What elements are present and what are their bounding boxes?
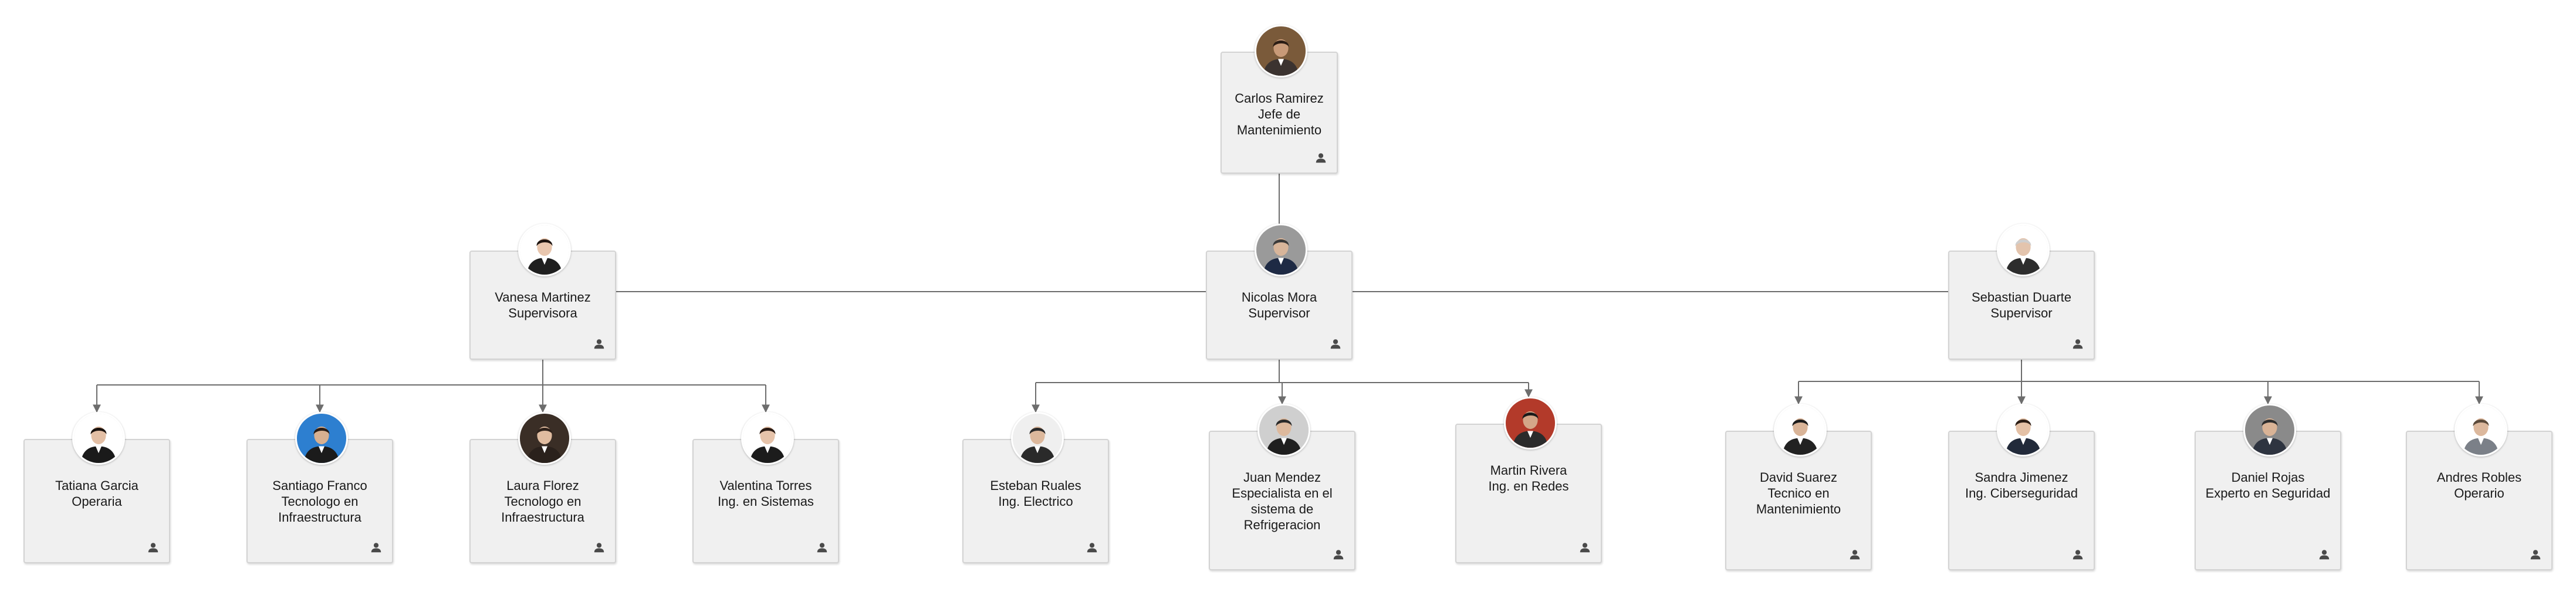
person-icon[interactable]: [593, 337, 606, 350]
person-title: Operario: [2454, 486, 2504, 501]
connector-group-sebastian: [1794, 360, 2483, 405]
person-name: Sandra Jimenez: [1975, 470, 2068, 485]
person-title: Especialista en el sistema de Refrigerac…: [1232, 486, 1333, 532]
person-title: Ing. en Sistemas: [718, 494, 814, 509]
person-icon[interactable]: [1578, 541, 1591, 554]
person-title: Tecnologo en Infraestructura: [278, 494, 361, 525]
person-title: Ing. Ciberseguridad: [1965, 486, 2078, 501]
person-name: Martin Rivera: [1490, 463, 1567, 478]
avatar-santiago: [295, 412, 348, 465]
avatar-andres: [2455, 404, 2507, 457]
person-icon[interactable]: [147, 541, 160, 554]
person-title: Supervisor: [1990, 306, 2053, 320]
avatar-martin: [1504, 397, 1557, 449]
avatar-sebastian: [1997, 224, 2050, 276]
avatar-david: [1774, 404, 1827, 457]
person-name: Vanesa Martinez: [495, 290, 591, 305]
avatar-laura: [518, 412, 571, 465]
person-name: Juan Mendez: [1243, 470, 1321, 485]
person-title: Ing. en Redes: [1488, 479, 1569, 493]
person-title: Supervisor: [1248, 306, 1310, 320]
person-name: Carlos Ramirez: [1235, 91, 1324, 106]
avatar-valentina: [741, 412, 794, 465]
person-title: Experto en Seguridad: [2205, 486, 2331, 501]
person-name: Laura Florez: [506, 478, 579, 493]
person-title: Tecnico en Mantenimiento: [1756, 486, 1841, 516]
avatar-carlos: [1255, 25, 1307, 77]
person-icon[interactable]: [1332, 548, 1345, 561]
person-name: David Suarez: [1759, 470, 1838, 485]
connector-group-nicolas: [1032, 360, 1533, 413]
person-icon[interactable]: [2529, 548, 2542, 561]
person-icon[interactable]: [816, 541, 829, 554]
person-name: Daniel Rojas: [2231, 470, 2305, 485]
connector-group-vanesa: [93, 360, 770, 413]
person-icon[interactable]: [1086, 541, 1098, 554]
person-name: Valentina Torres: [719, 478, 812, 493]
person-icon[interactable]: [593, 541, 606, 554]
person-icon[interactable]: [2318, 548, 2331, 561]
person-icon[interactable]: [1314, 151, 1327, 164]
avatar-tatiana: [72, 412, 125, 465]
person-name: Andres Robles: [2436, 470, 2522, 485]
avatar-daniel: [2243, 404, 2296, 457]
person-icon[interactable]: [2071, 337, 2084, 350]
person-icon[interactable]: [370, 541, 383, 554]
person-name: Nicolas Mora: [1241, 290, 1317, 305]
person-name: Sebastian Duarte: [1972, 290, 2071, 305]
avatar-vanesa: [518, 224, 571, 276]
person-icon[interactable]: [1848, 548, 1861, 561]
person-title: Supervisora: [508, 306, 577, 320]
avatar-juan: [1257, 404, 1310, 457]
person-icon[interactable]: [1329, 337, 1342, 350]
person-name: Tatiana Garcia: [55, 478, 138, 493]
person-title: Operaria: [72, 494, 122, 509]
avatar-esteban: [1011, 412, 1064, 465]
person-title: Jefe de Mantenimiento: [1236, 107, 1322, 137]
person-title: Tecnologo en Infraestructura: [501, 494, 584, 525]
person-name: Esteban Ruales: [990, 478, 1081, 493]
person-title: Ing. Electrico: [998, 494, 1073, 509]
avatar-nicolas: [1255, 224, 1307, 276]
avatar-sandra: [1997, 404, 2050, 457]
person-name: Santiago Franco: [272, 478, 367, 493]
person-icon[interactable]: [2071, 548, 2084, 561]
